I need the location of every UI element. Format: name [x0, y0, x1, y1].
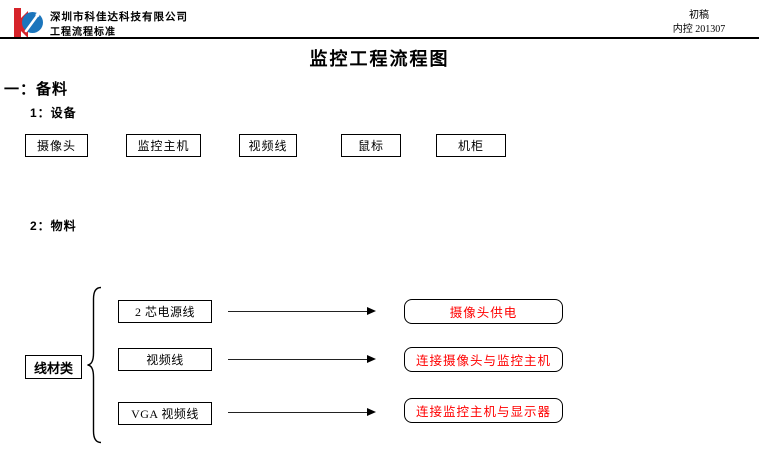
cable-box-power: 2 芯电源线: [118, 300, 212, 323]
subsection-materials-label: 2：物料: [30, 219, 77, 233]
doc-number: 内控 201307: [672, 24, 726, 35]
company-subtitle: 工程流程标准: [50, 27, 116, 38]
wire-category-box: 线材类: [25, 355, 82, 379]
left-brace: [87, 286, 102, 444]
cable-box-video: 视频线: [118, 348, 212, 371]
equipment-box-camera: 摄像头: [25, 134, 88, 157]
page-title: 监控工程流程图: [309, 49, 450, 69]
result-box-camera-host: 连接摄像头与监控主机: [404, 347, 563, 372]
equipment-box-video-cable: 视频线: [239, 134, 297, 157]
draft-status: 初稿: [689, 10, 709, 21]
header-divider: [0, 37, 759, 39]
result-box-host-display: 连接监控主机与显示器: [404, 398, 563, 423]
equipment-box-monitor-host: 监控主机: [126, 134, 201, 157]
result-box-camera-power: 摄像头供电: [404, 299, 563, 324]
arrow-right-icon: [228, 408, 376, 416]
arrow-right-icon: [228, 355, 376, 363]
company-name: 深圳市科佳达科技有限公司: [50, 12, 188, 23]
arrow-right-icon: [228, 307, 376, 315]
company-logo-icon: [14, 8, 43, 38]
section-1-label: 一：备料: [4, 81, 69, 98]
equipment-box-cabinet: 机柜: [436, 134, 506, 157]
subsection-equipment-label: 1：设备: [30, 106, 77, 120]
header-doc-info: 初稿 内控 201307: [644, 9, 754, 37]
equipment-box-mouse: 鼠标: [341, 134, 401, 157]
cable-box-vga: VGA 视频线: [118, 402, 212, 425]
